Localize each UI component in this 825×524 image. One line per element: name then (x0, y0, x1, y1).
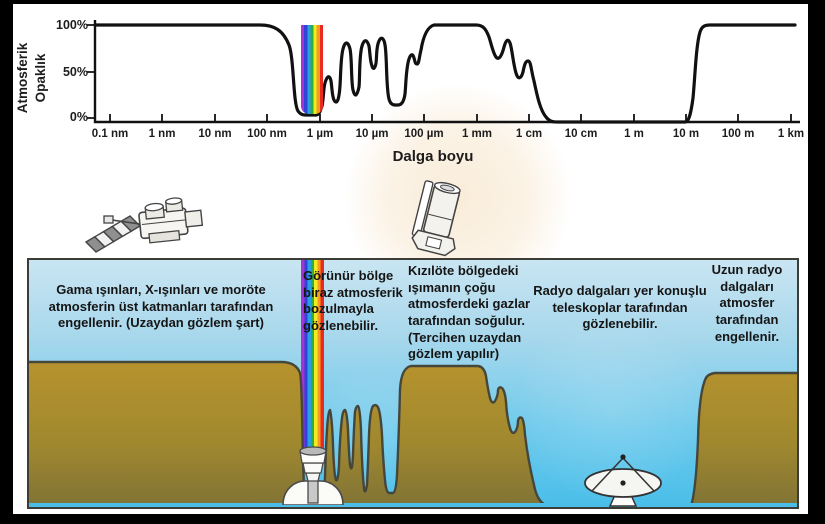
x-tick: 0.1 nm (91, 128, 129, 140)
atmosphere-scene: Gama ışınları, X-ışınları ve moröte atmo… (27, 258, 799, 509)
rainbow-beam (301, 260, 324, 456)
y-tick-50: 50% (62, 65, 88, 79)
terrain (29, 360, 797, 503)
axis-ticks (87, 24, 792, 122)
x-tick: 10 m (672, 128, 700, 140)
note-gamma-xray-uv: Gama ışınları, X-ışınları ve moröte atmo… (48, 282, 274, 331)
y-tick-0: 0% (69, 110, 88, 124)
note-long-radio: Uzun radyo dalgaları atmosfer tarafından… (711, 262, 783, 344)
optical-telescope-icon (282, 446, 344, 505)
x-axis-title: Dalga boyu (392, 148, 474, 165)
x-tick: 1 µm (306, 128, 334, 140)
opacity-curve (93, 23, 797, 124)
note-visible: Görünür bölge biraz atmosferik bozulmayl… (303, 268, 403, 333)
x-tick: 10 nm (198, 128, 232, 140)
space-telescope-icon (411, 180, 461, 257)
x-tick: 1 m (624, 128, 644, 140)
x-tick: 100 nm (247, 128, 287, 140)
opacity-chart: Atmosferik Opaklık 100% 50% 0% 0.1 nm 1 … (0, 0, 825, 180)
x-tick: 1 nm (148, 128, 176, 140)
satellite-icon (84, 197, 204, 253)
note-radio: Radyo dalgaları yer konuşlu teleskoplar … (533, 283, 707, 332)
x-tick: 10 cm (564, 128, 598, 140)
note-infrared: Kızılöte bölgedeki ışımanın çoğu atmosfe… (408, 263, 531, 362)
rainbow-band-chart (301, 25, 323, 114)
x-tick: 1 km (777, 128, 805, 140)
x-tick: 100 m (721, 128, 755, 140)
y-tick-100: 100% (56, 18, 88, 32)
radio-dish-icon (584, 454, 662, 507)
